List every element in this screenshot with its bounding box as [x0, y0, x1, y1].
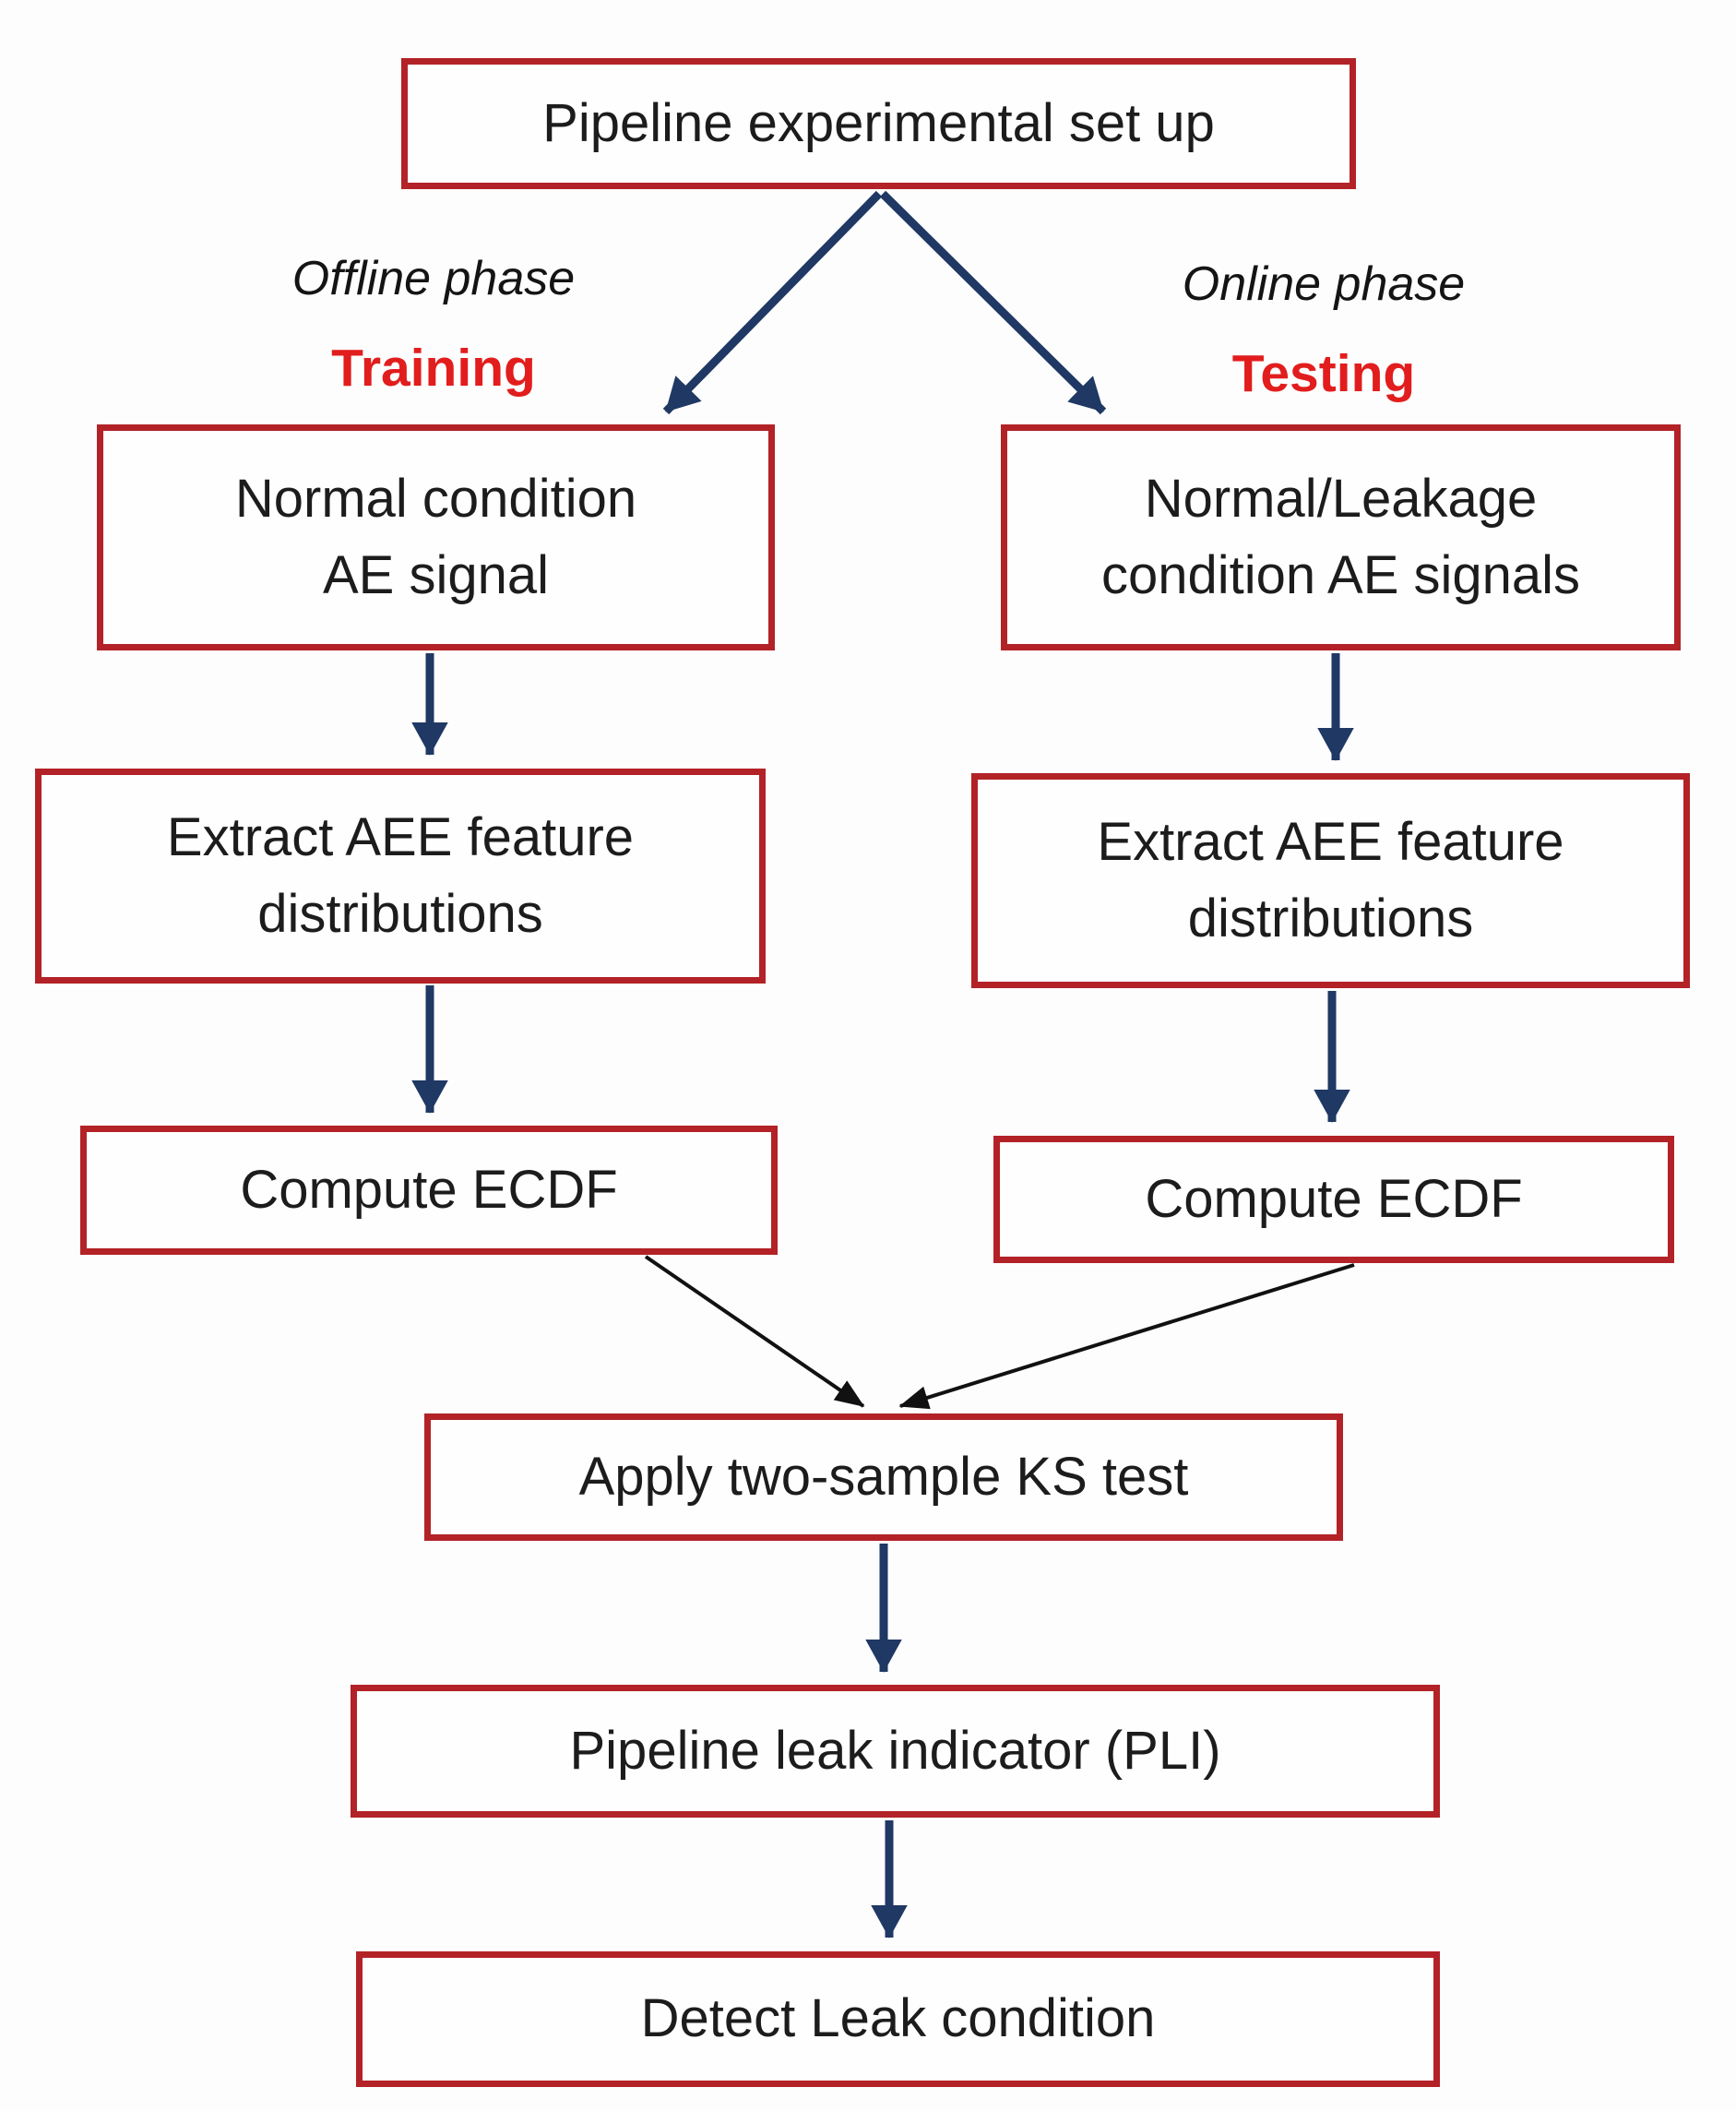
box-label: Apply two-sample KS test	[578, 1446, 1189, 1507]
online-phase-label: Online phase	[1182, 257, 1466, 311]
box-label: Compute ECDF	[1145, 1168, 1523, 1229]
box-label-line: condition AE signals	[1100, 544, 1581, 605]
box-compute-ecdf-online: Compute ECDF	[993, 1136, 1674, 1263]
offline-phase-label: Offline phase	[291, 252, 576, 305]
box-label-line: distributions	[257, 883, 543, 944]
box-label: Pipeline leak indicator (PLI)	[569, 1720, 1221, 1781]
box-normal-leakage-condition-ae-signals: Normal/Leakage condition AE signals	[1001, 424, 1681, 650]
box-label-line: Normal/Leakage	[1144, 469, 1538, 530]
box-label: Compute ECDF	[240, 1159, 618, 1220]
box-label-line: AE signal	[322, 544, 550, 605]
box-apply-two-sample-ks-test: Apply two-sample KS test	[424, 1413, 1343, 1541]
box-detect-leak-condition: Detect Leak condition	[356, 1951, 1440, 2087]
box-compute-ecdf-offline: Compute ECDF	[80, 1126, 778, 1255]
box-label-line: Normal condition	[234, 469, 637, 530]
box-extract-aee-feature-online: Extract AEE feature distributions	[971, 773, 1690, 988]
box-normal-condition-ae-signal: Normal condition AE signal	[97, 424, 775, 650]
box-label-line: Extract AEE feature	[166, 807, 635, 868]
box-pipeline-leak-indicator: Pipeline leak indicator (PLI)	[351, 1685, 1440, 1818]
training-label: Training	[331, 339, 536, 398]
box-label-line: Extract AEE feature	[1097, 812, 1564, 873]
box-label-line: distributions	[1187, 888, 1474, 948]
box-pipeline-experimental-setup: Pipeline experimental set up	[401, 58, 1356, 189]
box-label: Detect Leak condition	[640, 1988, 1156, 2049]
testing-label: Testing	[1231, 344, 1416, 403]
box-extract-aee-feature-offline: Extract AEE feature distributions	[35, 769, 766, 984]
box-label: Pipeline experimental set up	[542, 92, 1215, 153]
